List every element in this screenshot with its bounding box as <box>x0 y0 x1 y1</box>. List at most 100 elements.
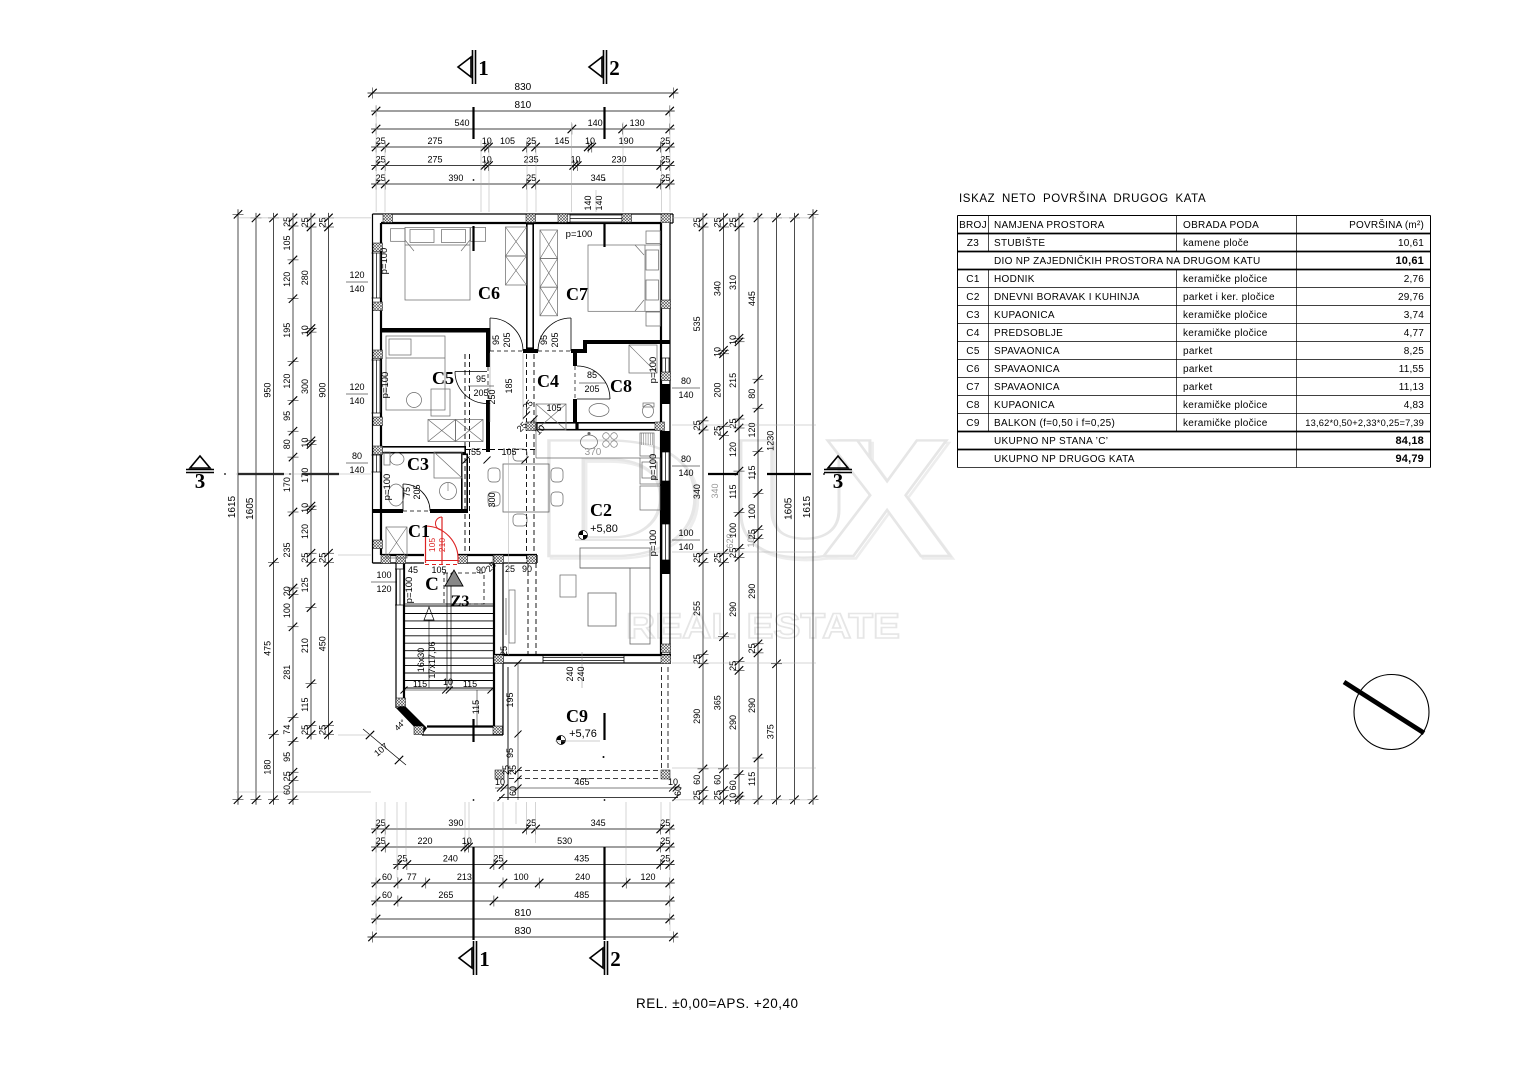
svg-text:435: 435 <box>574 854 589 864</box>
svg-text:620: 620 <box>725 533 735 548</box>
svg-text:95: 95 <box>539 335 549 345</box>
svg-text:340: 340 <box>692 484 702 499</box>
svg-text:8,25: 8,25 <box>1404 346 1425 357</box>
svg-text:17x17,06: 17x17,06 <box>427 641 437 678</box>
svg-text:95: 95 <box>491 335 501 345</box>
svg-text:PREDSOBLJE: PREDSOBLJE <box>994 328 1063 339</box>
svg-text:100: 100 <box>376 570 391 580</box>
svg-text:25: 25 <box>713 426 723 436</box>
svg-text:10: 10 <box>482 136 492 146</box>
svg-text:25: 25 <box>692 553 702 563</box>
svg-text:DIO NP ZAJEDNIČKIH PROSTORA NA: DIO NP ZAJEDNIČKIH PROSTORA NA DRUGOM KA… <box>994 254 1261 267</box>
svg-text:25: 25 <box>318 217 328 227</box>
svg-text:SPAVAONICA: SPAVAONICA <box>994 382 1060 393</box>
svg-text:25: 25 <box>728 217 738 227</box>
svg-text:p=100: p=100 <box>382 474 393 501</box>
svg-text:140: 140 <box>349 396 364 406</box>
svg-text:1605: 1605 <box>245 497 256 520</box>
svg-text:810: 810 <box>515 908 532 919</box>
svg-text:205: 205 <box>584 384 599 394</box>
svg-text:25: 25 <box>508 765 518 775</box>
svg-text:C8: C8 <box>610 376 632 396</box>
svg-text:keramičke pločice: keramičke pločice <box>1183 418 1268 429</box>
svg-text:100: 100 <box>678 528 693 538</box>
svg-text:13,62*0,50+2,33*0,25=7,39: 13,62*0,50+2,33*0,25=7,39 <box>1305 418 1424 428</box>
svg-text:C3: C3 <box>407 454 429 474</box>
svg-text:25: 25 <box>660 854 670 864</box>
svg-text:C6: C6 <box>966 364 980 375</box>
svg-text:100: 100 <box>728 523 738 538</box>
svg-text:90: 90 <box>522 564 532 574</box>
svg-text:parket i ker. pločice: parket i ker. pločice <box>1183 292 1275 303</box>
svg-text:345: 345 <box>591 818 606 828</box>
svg-text:25: 25 <box>376 818 386 828</box>
svg-text:1: 1 <box>478 56 489 80</box>
svg-text:25: 25 <box>300 725 310 735</box>
svg-text:10,61: 10,61 <box>1398 238 1424 249</box>
svg-text:120: 120 <box>728 442 738 457</box>
svg-text:BROJ: BROJ <box>959 220 987 231</box>
svg-text:C2: C2 <box>966 292 980 303</box>
svg-text:90: 90 <box>476 565 486 575</box>
svg-text:205: 205 <box>550 332 560 347</box>
svg-text:365: 365 <box>713 695 723 710</box>
svg-text:20: 20 <box>282 586 292 596</box>
svg-text:10: 10 <box>668 777 678 787</box>
svg-text:KUPAONICA: KUPAONICA <box>994 400 1055 411</box>
svg-text:25: 25 <box>713 217 723 227</box>
svg-text:235: 235 <box>282 542 292 557</box>
svg-text:25: 25 <box>376 173 386 183</box>
svg-text:80: 80 <box>681 376 691 386</box>
svg-text:370: 370 <box>585 447 602 458</box>
svg-text:10: 10 <box>728 793 738 803</box>
svg-text:10: 10 <box>585 136 595 146</box>
svg-text:80: 80 <box>747 389 757 399</box>
svg-text:390: 390 <box>448 173 463 183</box>
svg-text:UKUPNO NP DRUGOG KATA: UKUPNO NP DRUGOG KATA <box>994 454 1135 465</box>
svg-text:C9: C9 <box>966 418 980 429</box>
svg-text:120: 120 <box>282 374 292 389</box>
svg-text:84,18: 84,18 <box>1395 435 1424 447</box>
svg-text:115: 115 <box>747 465 757 479</box>
svg-text:195: 195 <box>505 692 515 707</box>
svg-text:C2: C2 <box>590 500 612 520</box>
svg-text:375: 375 <box>766 724 776 739</box>
svg-text:SPAVAONICA: SPAVAONICA <box>994 346 1060 357</box>
svg-text:830: 830 <box>515 82 532 93</box>
svg-text:1230: 1230 <box>766 431 776 451</box>
svg-text:125: 125 <box>300 577 310 592</box>
svg-text:120: 120 <box>376 584 391 594</box>
svg-text:C9: C9 <box>566 706 588 726</box>
svg-text:55: 55 <box>471 447 481 457</box>
svg-text:DNEVNI BORAVAK I KUHINJA: DNEVNI BORAVAK I KUHINJA <box>994 292 1140 303</box>
svg-text:parket: parket <box>1183 346 1213 357</box>
svg-text:10: 10 <box>495 777 505 787</box>
svg-text:340: 340 <box>710 483 720 498</box>
svg-text:25: 25 <box>318 553 328 563</box>
svg-text:140: 140 <box>588 118 603 128</box>
svg-text:25: 25 <box>747 643 757 653</box>
svg-text:10: 10 <box>728 335 738 345</box>
svg-text:240: 240 <box>565 666 575 681</box>
svg-text:130: 130 <box>630 118 645 128</box>
svg-text:120: 120 <box>349 270 364 280</box>
svg-text:X: X <box>825 407 955 595</box>
svg-text:10: 10 <box>300 438 310 448</box>
svg-text:25: 25 <box>397 854 407 864</box>
svg-text:10: 10 <box>462 836 472 846</box>
svg-text:95: 95 <box>282 411 292 421</box>
svg-text:95: 95 <box>476 374 486 384</box>
svg-text:25: 25 <box>526 136 536 146</box>
svg-text:105: 105 <box>546 403 561 413</box>
svg-text:290: 290 <box>692 709 702 724</box>
svg-text:105: 105 <box>500 136 515 146</box>
svg-text:10: 10 <box>570 155 580 165</box>
svg-text:80: 80 <box>681 454 691 464</box>
svg-text:p=100: p=100 <box>404 577 415 604</box>
svg-text:830: 830 <box>515 926 532 937</box>
svg-text:25: 25 <box>713 790 723 800</box>
svg-text:300: 300 <box>487 492 497 507</box>
svg-text:900: 900 <box>318 383 328 398</box>
svg-text:445: 445 <box>747 291 757 306</box>
svg-text:C5: C5 <box>966 346 980 357</box>
